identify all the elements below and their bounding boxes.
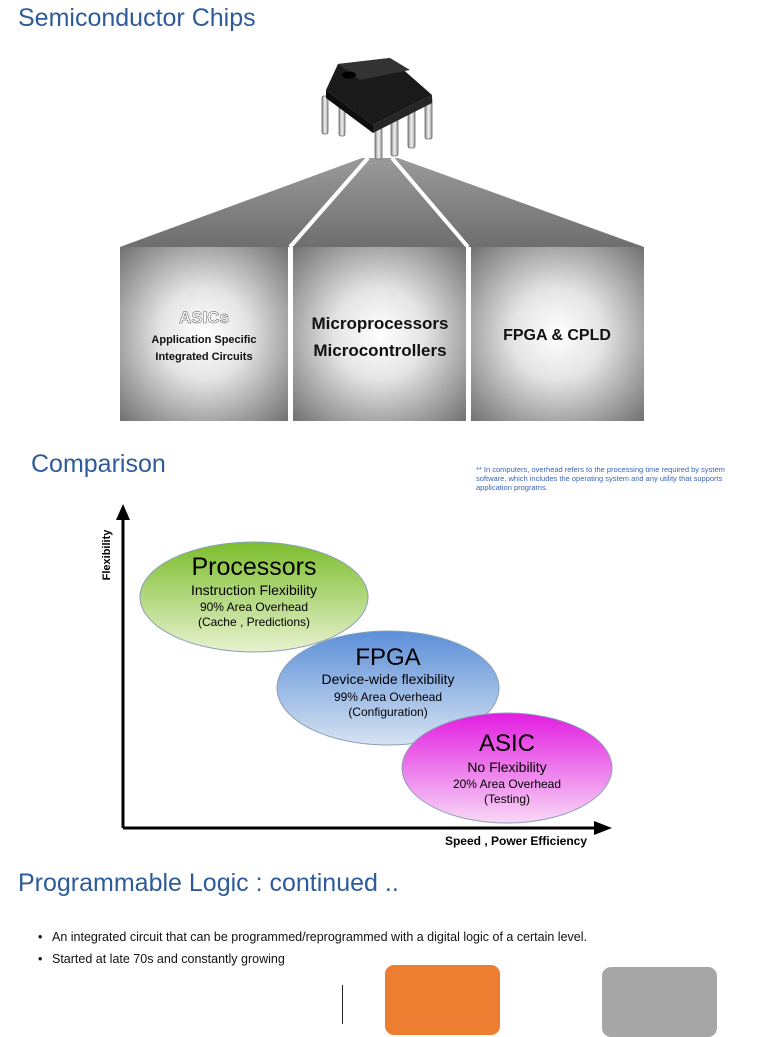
asic-name: ASIC — [479, 730, 535, 757]
overhead-footnote: ** In computers, overhead refers to the … — [476, 465, 725, 492]
fpga-line-1: Device-wide flexibility — [321, 671, 454, 687]
comparison-diagram: Flexibility Speed , Power Efficiency Pro… — [101, 504, 613, 848]
fpga-cpld-label: FPGA & CPLD — [503, 327, 611, 344]
microprocessors-box: Microprocessors Microcontrollers — [293, 247, 466, 421]
ic-chip-icon — [321, 58, 433, 160]
semiconductor-chips-diagram: ASICs Application Specific Integrated Ci… — [120, 58, 644, 421]
asic-line-3: (Testing) — [484, 792, 530, 806]
gray-block — [602, 967, 717, 1037]
x-axis-label: Speed , Power Efficiency — [445, 834, 587, 848]
fpga-cpld-box: FPGA & CPLD — [471, 247, 644, 421]
programmable-logic-bullets: An integrated circuit that can be progra… — [38, 930, 668, 974]
fpga-bubble: FPGA Device-wide flexibility 99% Area Ov… — [276, 630, 500, 746]
asic-line-1: No Flexibility — [467, 759, 546, 775]
divider-line — [342, 985, 343, 1024]
processors-line-3: (Cache , Predictions) — [198, 615, 310, 629]
programmable-logic-title: Programmable Logic : continued .. — [18, 869, 399, 897]
asic-bubble: ASIC No Flexibility 20% Area Overhead (T… — [401, 712, 613, 824]
comparison-title: Comparison — [31, 450, 166, 478]
processors-line-1: Instruction Flexibility — [191, 582, 317, 598]
orange-block — [385, 965, 500, 1035]
microcontrollers-label: Microcontrollers — [313, 341, 446, 360]
processors-line-2: 90% Area Overhead — [200, 600, 308, 614]
y-axis-label: Flexibility — [101, 529, 113, 581]
asics-subtitle-line-1: Application Specific — [151, 334, 256, 346]
asics-box: ASICs Application Specific Integrated Ci… — [120, 247, 288, 421]
semiconductor-chips-title: Semiconductor Chips — [18, 4, 256, 32]
processors-bubble: Processors Instruction Flexibility 90% A… — [139, 541, 369, 653]
fpga-name: FPGA — [355, 644, 420, 671]
chip-fan-connector — [120, 156, 644, 249]
processors-name: Processors — [191, 553, 316, 581]
chart-axes — [116, 504, 612, 835]
microprocessors-label: Microprocessors — [312, 314, 449, 333]
bullet-item-2: Started at late 70s and constantly growi… — [38, 952, 668, 967]
bullet-item-1: An integrated circuit that can be progra… — [38, 930, 668, 945]
asics-title: ASICs — [179, 308, 229, 327]
fpga-line-3: (Configuration) — [348, 705, 427, 719]
asics-subtitle-line-2: Integrated Circuits — [155, 351, 252, 363]
asic-line-2: 20% Area Overhead — [453, 777, 561, 791]
fpga-line-2: 99% Area Overhead — [334, 690, 442, 704]
